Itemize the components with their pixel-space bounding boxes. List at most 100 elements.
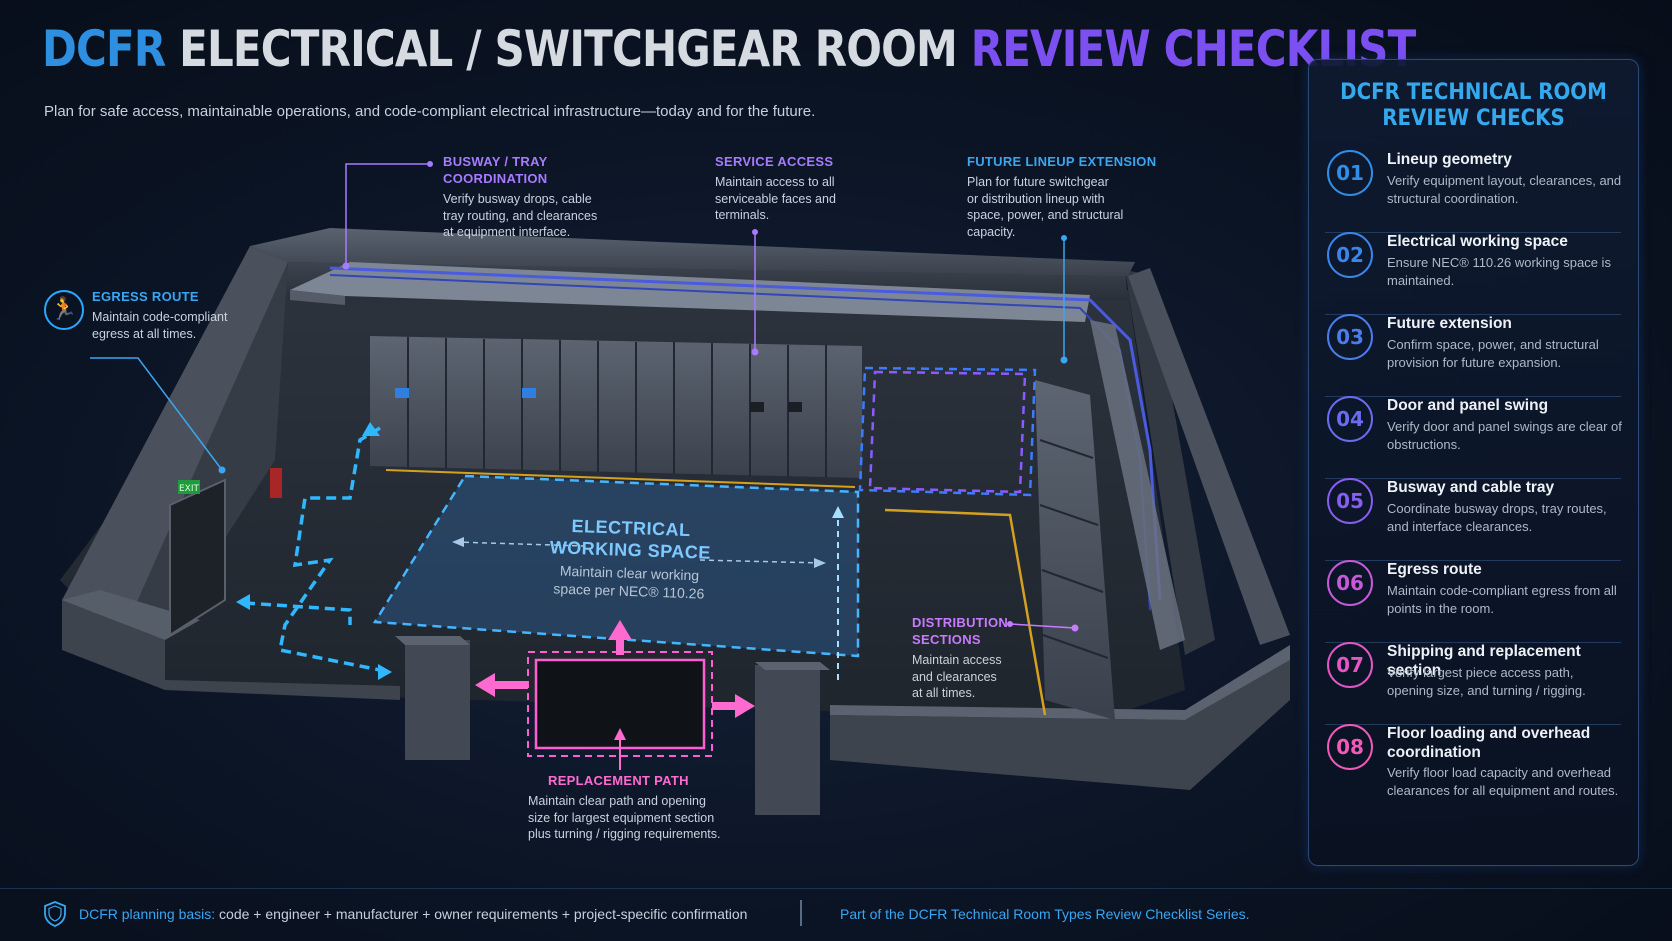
egress-arrow-up bbox=[362, 422, 380, 436]
exit-sign bbox=[178, 480, 200, 494]
title-room: ELECTRICAL / SWITCHGEAR ROOM bbox=[179, 20, 958, 78]
panel-title-l1: DCFR TECHNICAL ROOM bbox=[1340, 80, 1607, 105]
egress-leader bbox=[90, 357, 223, 471]
callout-egress: EGRESS ROUTE Maintain code-compliant egr… bbox=[92, 288, 228, 342]
check-title: Lineup geometry bbox=[1387, 151, 1512, 168]
callout-busway-line2: tray routing, and clearances bbox=[443, 208, 598, 223]
distribution-leader bbox=[1009, 623, 1076, 629]
check-title: Busway and cable tray bbox=[1387, 479, 1555, 496]
egress-route-branch bbox=[244, 601, 352, 625]
check-description: Verify equipment layout, clearances, and… bbox=[1387, 173, 1622, 206]
check-title: Shipping and replacement section bbox=[1387, 643, 1581, 680]
callout-egress-line1: Maintain code-compliant bbox=[92, 310, 228, 325]
front-wall-post-right bbox=[755, 665, 820, 815]
front-wall-post-left bbox=[405, 640, 470, 760]
shield-icon bbox=[44, 901, 66, 927]
footer-divider-line bbox=[0, 888, 1672, 889]
egress-arrow-right bbox=[378, 664, 392, 680]
check-description: Verify largest piece access path, openin… bbox=[1387, 665, 1586, 698]
working-space-label: ELECTRICAL WORKING SPACE Maintain clear … bbox=[529, 515, 732, 604]
check-number-badge: 05 bbox=[1327, 478, 1373, 524]
busway bbox=[290, 262, 1090, 322]
future-lineup-outline bbox=[858, 366, 1037, 497]
busway-leader bbox=[345, 163, 430, 266]
page-subtitle: Plan for safe access, maintainable opera… bbox=[44, 103, 816, 120]
working-space-zone bbox=[372, 474, 860, 658]
replacement-arrow-right bbox=[712, 694, 755, 718]
fire-extinguisher-cabinet bbox=[270, 468, 282, 498]
callout-distribution-line3: at all times. bbox=[912, 686, 976, 701]
check-description: Coordinate busway drops, tray routes, an… bbox=[1387, 501, 1607, 534]
footer-planning-basis-text: code + engineer + manufacturer + owner r… bbox=[215, 906, 748, 922]
callout-future-title: FUTURE LINEUP EXTENSION bbox=[967, 154, 1157, 169]
check-number-badge: 07 bbox=[1327, 642, 1373, 688]
callout-distribution-line1: Maintain access bbox=[912, 653, 1002, 668]
wall-top-right bbox=[1128, 268, 1290, 645]
working-space-arrow-left bbox=[454, 541, 586, 547]
callout-future-line4: capacity. bbox=[967, 224, 1016, 239]
callout-service-title: SERVICE ACCESS bbox=[715, 154, 834, 169]
exit-sign-text: EXIT bbox=[179, 484, 200, 494]
callout-replacement-line2: size for largest equipment section bbox=[528, 810, 715, 825]
check-title: Door and panel swing bbox=[1387, 397, 1549, 414]
replacement-arrow-left bbox=[475, 673, 528, 697]
check-title: Floor loading and overhead coordination bbox=[1387, 725, 1591, 762]
egress-running-person-icon: 🏃 bbox=[44, 290, 84, 330]
egress-route-path bbox=[277, 426, 391, 674]
callout-service-line1: Maintain access to all bbox=[715, 175, 835, 190]
callout-replacement-line3: plus turning / rigging requirements. bbox=[528, 827, 721, 842]
callout-replacement-title: REPLACEMENT PATH bbox=[548, 773, 689, 788]
right-wall bbox=[1125, 270, 1215, 655]
check-item: 08 Floor loading and overhead coordinatio… bbox=[1325, 722, 1621, 822]
panel-title-l2: REVIEW CHECKS bbox=[1382, 106, 1565, 132]
room-illustration: EXIT bbox=[60, 161, 1290, 815]
service-access-arrow bbox=[832, 506, 844, 518]
check-description: Verify floor load capacity and overhead … bbox=[1387, 765, 1619, 798]
distribution-lineup bbox=[1035, 380, 1115, 720]
footer-planning-basis: DCFR planning basis: code + engineer + m… bbox=[79, 906, 747, 922]
front-wall-post-right-top bbox=[755, 662, 830, 670]
busway-underside bbox=[290, 290, 345, 305]
exit-door bbox=[169, 478, 226, 637]
footer-planning-basis-label: DCFR planning basis: bbox=[79, 906, 216, 922]
front-wall-right bbox=[830, 660, 1290, 790]
callout-future-line3: space, power, and structural bbox=[967, 208, 1124, 223]
wall-top-back bbox=[250, 228, 1135, 276]
callout-distribution-title-l1: DISTRIBUTION bbox=[912, 615, 1009, 630]
check-description: Verify door and panel swings are clear o… bbox=[1387, 419, 1622, 452]
check-number-badge: 08 bbox=[1327, 724, 1373, 770]
footer-separator bbox=[800, 900, 802, 926]
callout-service-line3: terminals. bbox=[715, 208, 770, 223]
check-number-badge: 03 bbox=[1327, 314, 1373, 360]
callout-busway-title-l2: COORDINATION bbox=[443, 171, 548, 187]
callout-egress-title: EGRESS ROUTE bbox=[92, 289, 199, 304]
front-wall-right-top bbox=[830, 645, 1290, 720]
check-description: Ensure NEC® 110.26 working space is main… bbox=[1387, 255, 1611, 288]
callout-busway-line3: at equipment interface. bbox=[443, 225, 571, 240]
footer-series-note: Part of the DCFR Technical Room Types Re… bbox=[840, 906, 1250, 922]
callout-future-lineup: FUTURE LINEUP EXTENSION Plan for future … bbox=[967, 153, 1156, 240]
callout-future-line2: or distribution lineup with bbox=[967, 191, 1105, 206]
title-brand: DCFR bbox=[42, 20, 166, 78]
callout-service-line2: serviceable faces and bbox=[715, 191, 836, 206]
check-number-badge: 04 bbox=[1327, 396, 1373, 442]
check-title: Electrical working space bbox=[1387, 233, 1568, 250]
callout-future-line1: Plan for future switchgear bbox=[967, 175, 1109, 190]
check-title: Egress route bbox=[1387, 561, 1482, 578]
wall-top-left bbox=[62, 246, 288, 640]
check-number-badge: 02 bbox=[1327, 232, 1373, 278]
switchgear-lineup bbox=[370, 336, 862, 478]
check-number-badge: 01 bbox=[1327, 150, 1373, 196]
check-number-badge: 06 bbox=[1327, 560, 1373, 606]
floor-safety-line bbox=[884, 508, 1047, 716]
